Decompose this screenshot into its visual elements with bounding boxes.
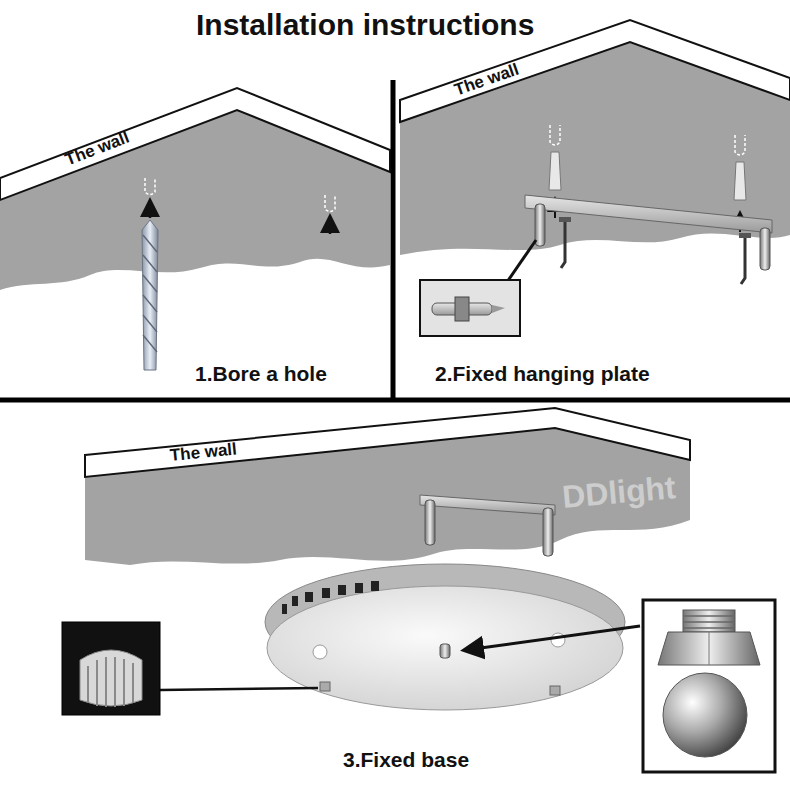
step-caption: 1.Bore a hole bbox=[195, 362, 327, 386]
ceiling-panel-3 bbox=[85, 408, 690, 565]
ceiling-panel-1 bbox=[0, 88, 390, 290]
ceiling-panel-2 bbox=[400, 20, 790, 255]
hanging-plate bbox=[525, 195, 772, 284]
drill-holes bbox=[145, 178, 335, 212]
step-caption: 2.Fixed hanging plate bbox=[435, 362, 650, 386]
ceiling-base bbox=[265, 564, 640, 710]
drill-bit bbox=[142, 220, 158, 370]
nut-inset bbox=[62, 622, 318, 715]
direction-arrows bbox=[150, 202, 330, 234]
step-caption: 3.Fixed base bbox=[343, 748, 469, 772]
bolt-inset bbox=[420, 240, 536, 336]
ball-bolt-inset bbox=[643, 600, 775, 772]
diagram-title: Installation instructions bbox=[196, 8, 534, 42]
panel-dividers bbox=[0, 80, 790, 400]
mounted-plate bbox=[420, 495, 555, 556]
